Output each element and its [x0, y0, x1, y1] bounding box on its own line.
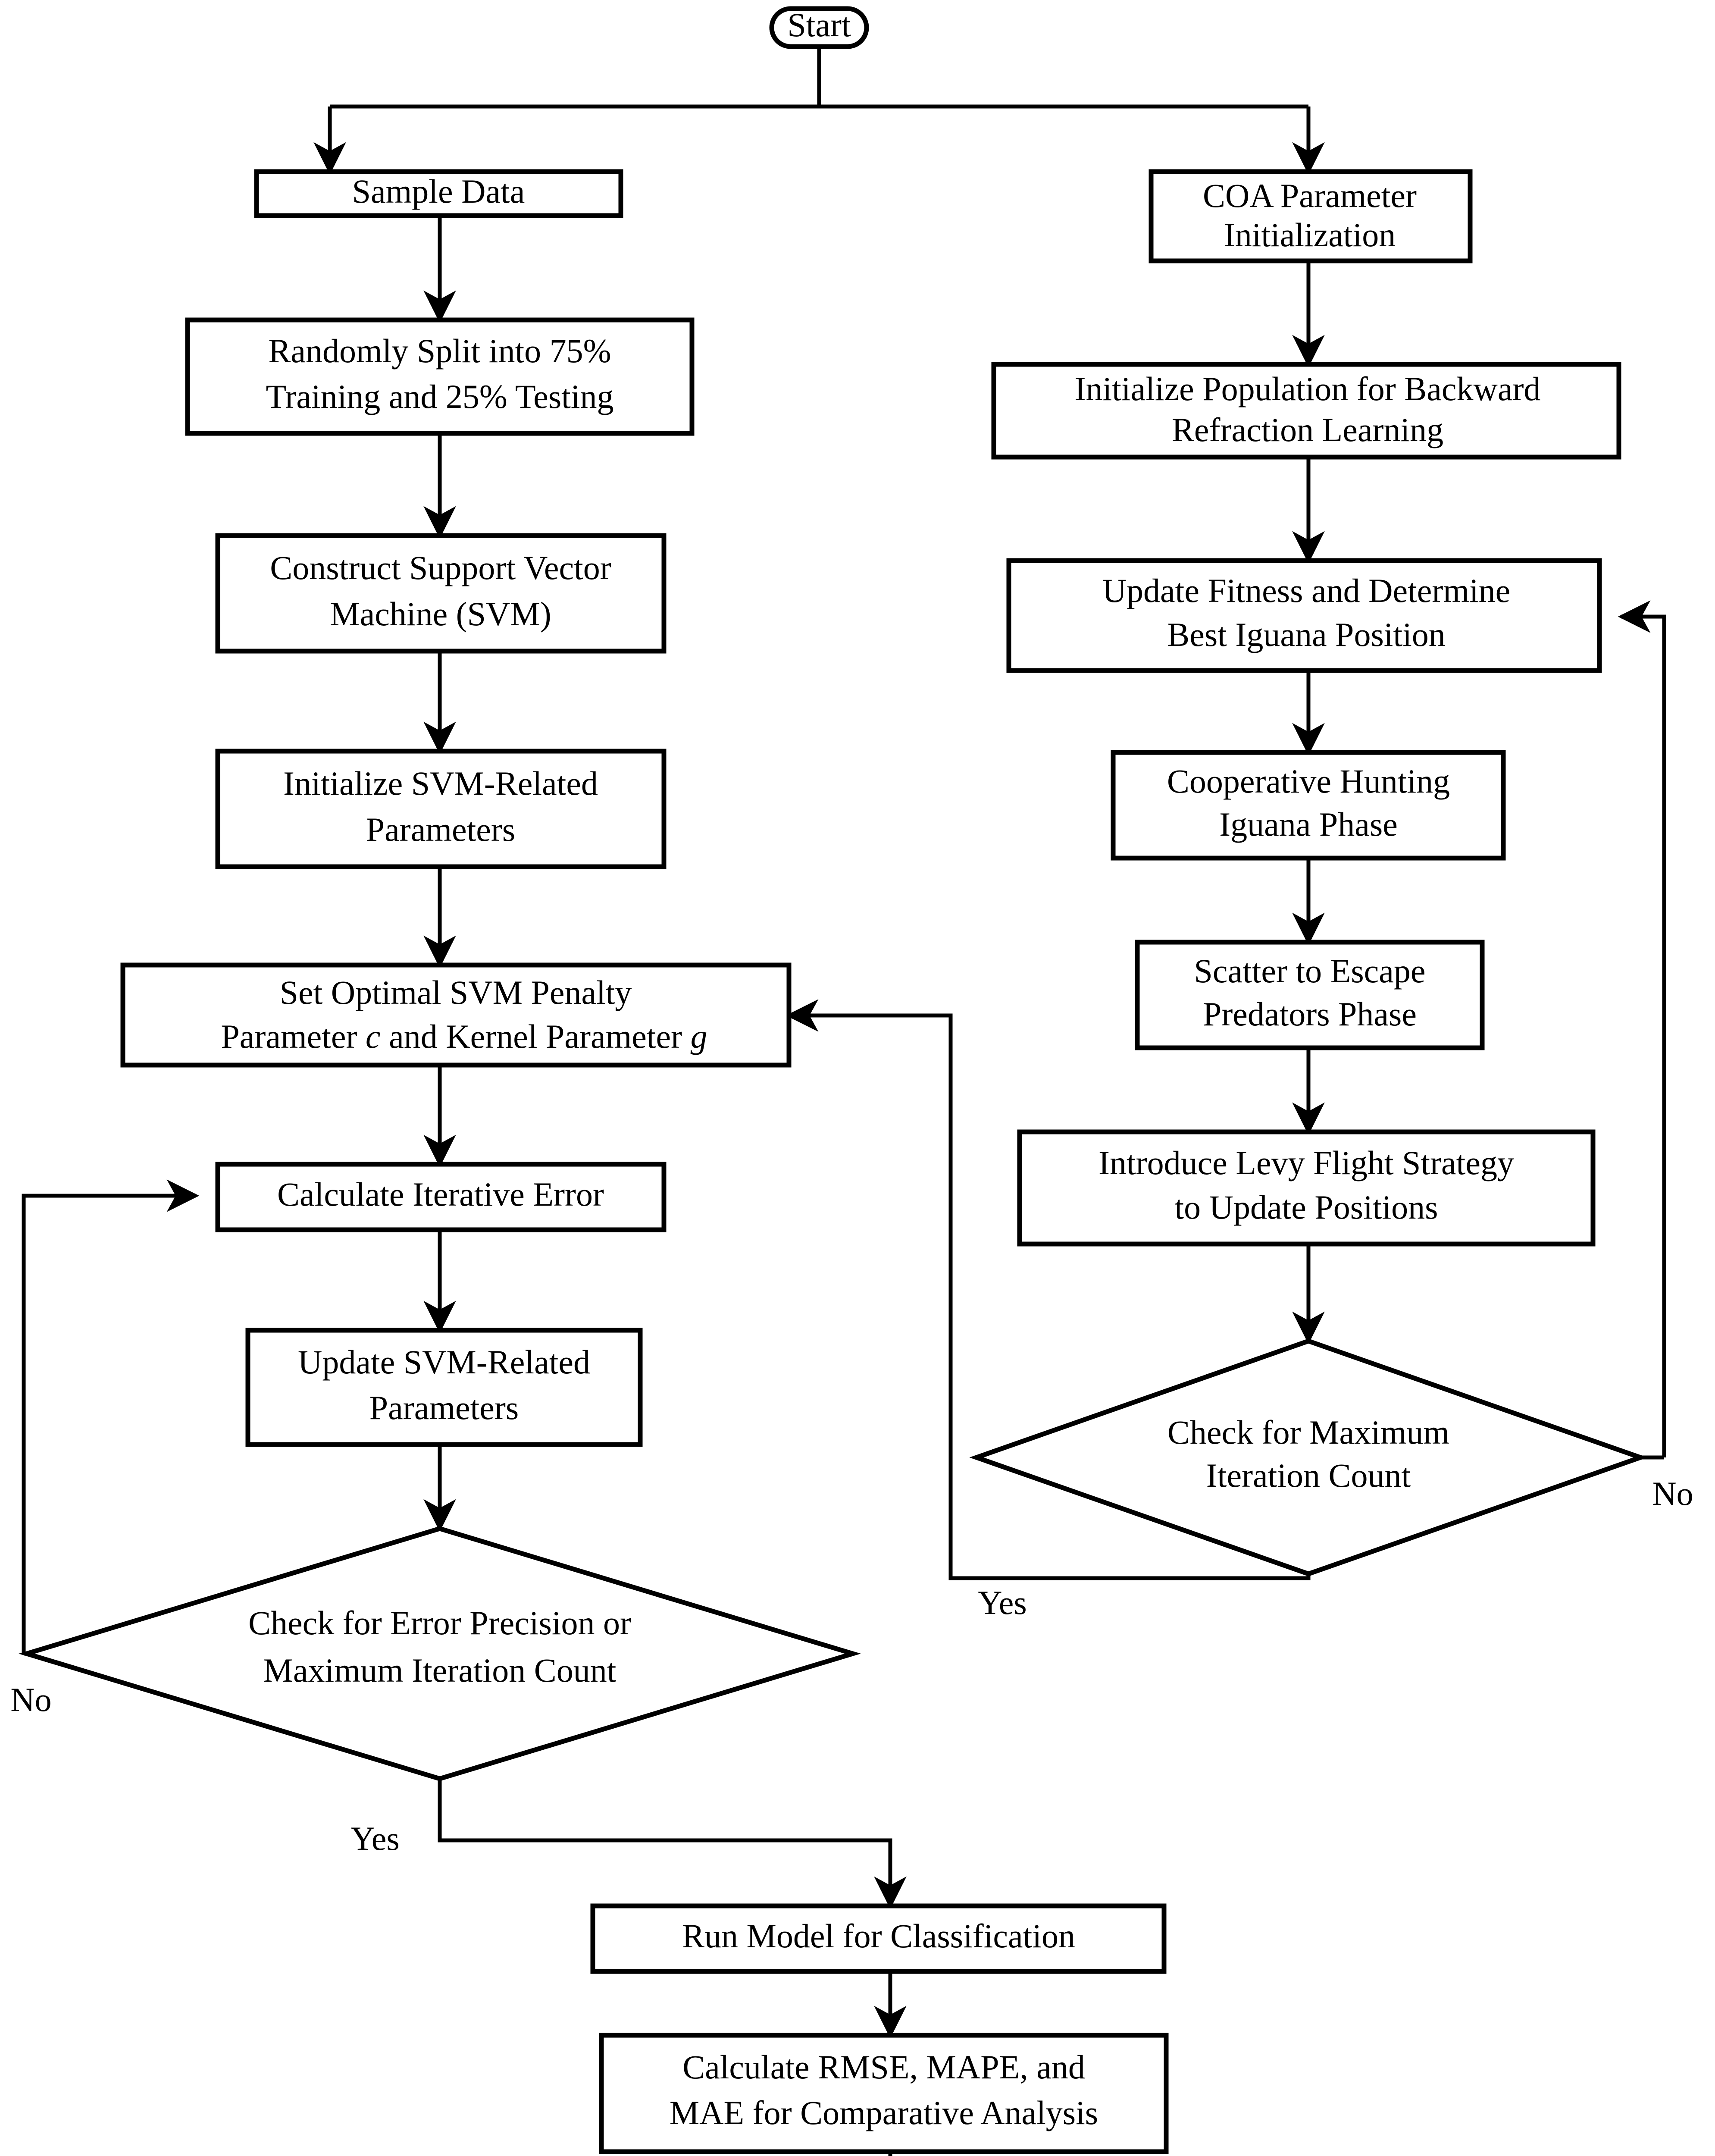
set-optimal-param-g: g: [691, 1018, 707, 1055]
node-start-label: Start: [787, 6, 851, 44]
edge-check-max-iter-yes-to-set-optimal: [786, 999, 1311, 1580]
node-update-fitness[interactable]: Update Fitness and Determine Best Iguana…: [1006, 558, 1602, 673]
node-sample-data-label: Sample Data: [352, 172, 525, 210]
node-init-population-line1: Initialize Population for Backward: [1075, 370, 1541, 407]
node-levy-flight-line1: Introduce Levy Flight Strategy: [1098, 1144, 1514, 1181]
node-update-fitness-line2: Best Iguana Position: [1167, 616, 1446, 653]
node-random-split[interactable]: Randomly Split into 75% Training and 25%…: [185, 317, 695, 436]
node-set-optimal-line1: Set Optimal SVM Penalty: [280, 974, 632, 1011]
node-random-split-line2: Training and 25% Testing: [266, 378, 613, 415]
node-run-model-label: Run Model for Classification: [682, 1917, 1075, 1955]
node-update-svm-params-line1: Update SVM-Related: [298, 1343, 590, 1381]
node-construct-svm-line1: Construct Support Vector: [270, 549, 611, 586]
node-coa-init-line2: Initialization: [1224, 216, 1396, 254]
node-update-svm-params-line2: Parameters: [369, 1389, 519, 1426]
node-start[interactable]: Start: [769, 6, 869, 49]
node-coa-param-init[interactable]: COA Parameter Initialization: [1149, 169, 1473, 263]
node-check-error-line2: Maximum Iteration Count: [263, 1651, 617, 1689]
node-check-error-line1: Check for Error Precision or: [248, 1604, 631, 1642]
node-random-split-line1: Randomly Split into 75%: [268, 332, 611, 370]
node-levy-flight-line2: to Update Positions: [1174, 1188, 1438, 1226]
node-set-optimal-line2: Parameter c and Kernel Parameter g: [162, 1018, 749, 1055]
node-calc-metrics-line1: Calculate RMSE, MAPE, and: [682, 2048, 1085, 2086]
branch-label-check-error-no: No: [10, 1681, 51, 1718]
node-coop-hunting-line2: Iguana Phase: [1219, 805, 1398, 843]
node-levy-flight[interactable]: Introduce Levy Flight Strategy to Update…: [1017, 1129, 1596, 1247]
set-optimal-param-c: c: [366, 1018, 381, 1055]
node-init-population[interactable]: Initialize Population for Backward Refra…: [991, 362, 1621, 460]
node-coa-init-line1: COA Parameter: [1203, 177, 1417, 214]
node-cooperative-hunting[interactable]: Cooperative Hunting Iguana Phase: [1111, 750, 1506, 861]
set-optimal-text-b: and Kernel Parameter: [381, 1018, 691, 1055]
branch-label-check-max-iter-no: No: [1652, 1475, 1693, 1512]
node-update-svm-params[interactable]: Update SVM-Related Parameters: [245, 1328, 643, 1447]
edge-check-error-no-loop: [22, 1179, 200, 1654]
node-scatter-escape-line2: Predators Phase: [1203, 995, 1417, 1033]
node-calc-iterative-error-label: Calculate Iterative Error: [277, 1175, 604, 1213]
node-update-fitness-line1: Update Fitness and Determine: [1102, 572, 1511, 609]
node-coop-hunting-line1: Cooperative Hunting: [1167, 762, 1450, 800]
node-init-population-line2: Refraction Learning: [1172, 411, 1443, 448]
node-calc-metrics[interactable]: Calculate RMSE, MAPE, and MAE for Compar…: [599, 2033, 1169, 2154]
node-calc-iterative-error[interactable]: Calculate Iterative Error: [215, 1162, 667, 1232]
node-construct-svm-line2: Machine (SVM): [330, 595, 551, 633]
branch-label-check-error-yes: Yes: [351, 1820, 400, 1857]
node-init-svm-params-line2: Parameters: [366, 811, 516, 848]
branch-label-check-max-iter-yes: Yes: [978, 1584, 1027, 1621]
node-sample-data[interactable]: Sample Data: [254, 169, 623, 218]
set-optimal-text-a: Parameter: [221, 1018, 366, 1055]
edge-check-error-yes-to-run-model: [438, 1779, 907, 1909]
node-check-max-iteration[interactable]: Check for Maximum Iteration Count: [969, 1338, 1648, 1576]
edge-check-max-iter-no-loop: [1618, 600, 1666, 1457]
node-check-error-precision[interactable]: Check for Error Precision or Maximum Ite…: [19, 1526, 861, 1781]
node-init-svm-params[interactable]: Initialize SVM-Related Parameters: [215, 749, 667, 869]
node-scatter-escape-line1: Scatter to Escape: [1194, 952, 1425, 990]
node-run-model[interactable]: Run Model for Classification: [590, 1903, 1167, 1974]
node-check-max-iter-line2: Iteration Count: [1206, 1457, 1411, 1494]
node-calc-metrics-line2: MAE for Comparative Analysis: [670, 2094, 1098, 2131]
node-set-optimal-params[interactable]: Set Optimal SVM Penalty Parameter c and …: [120, 962, 792, 1068]
node-scatter-escape[interactable]: Scatter to Escape Predators Phase: [1135, 940, 1485, 1050]
node-construct-svm[interactable]: Construct Support Vector Machine (SVM): [215, 533, 667, 654]
node-init-svm-params-line1: Initialize SVM-Related: [283, 765, 598, 802]
node-check-max-iter-line1: Check for Maximum: [1167, 1413, 1449, 1451]
